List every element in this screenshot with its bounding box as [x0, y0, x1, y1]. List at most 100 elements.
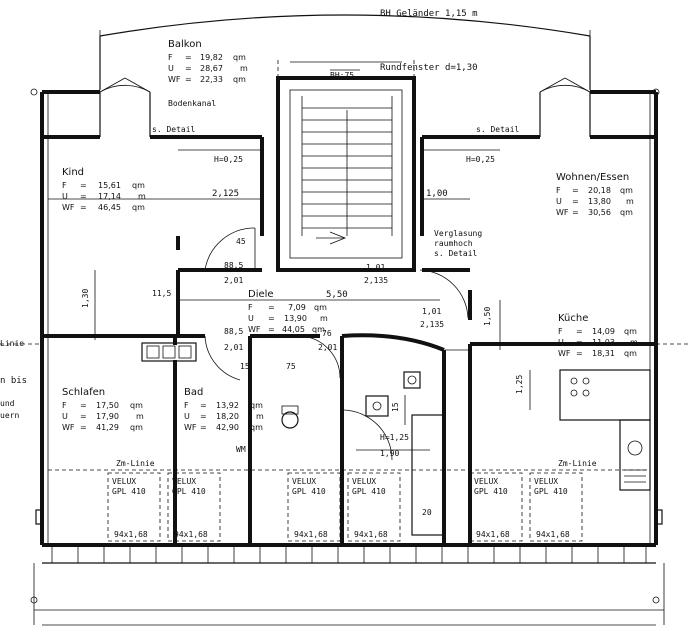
svg-text:94x1,68: 94x1,68	[174, 530, 208, 539]
svg-text:7,09: 7,09	[288, 303, 306, 312]
bath-fixtures	[281, 371, 445, 536]
svg-text:U: U	[62, 412, 68, 421]
svg-text:F: F	[556, 186, 561, 195]
edge-uern: uern	[0, 411, 19, 420]
dim-201-bath: 2,01	[318, 343, 337, 352]
bh-gelaender-label: BH Geländer 1,15 m	[380, 9, 478, 19]
edge-und: und	[0, 399, 15, 408]
velux-labels: VELUX GPL 410 94x1,68 VELUX GPL 410 94x1…	[112, 477, 570, 539]
room-wf: 22,33	[200, 75, 223, 84]
room-name: Diele	[248, 289, 274, 300]
room-name: Kind	[62, 167, 84, 178]
room-f: 19,82	[200, 53, 223, 62]
skylights	[107, 472, 583, 542]
svg-text:GPL 410: GPL 410	[352, 487, 386, 496]
svg-text:=: =	[572, 197, 579, 206]
corner-markers	[30, 88, 660, 604]
dim-550: 5,50	[326, 290, 348, 300]
dim-15: 15	[240, 362, 250, 371]
svg-text:=: =	[268, 303, 275, 312]
svg-text:m: m	[240, 64, 248, 73]
h025-right: H=0,25	[466, 155, 495, 164]
svg-text:VELUX: VELUX	[534, 477, 558, 486]
svg-text:94x1,68: 94x1,68	[114, 530, 148, 539]
dim-45: 45	[236, 237, 246, 246]
dim-2135-top: 2,135	[364, 276, 388, 285]
h025-left: H=0,25	[214, 155, 243, 164]
svg-text:=: =	[80, 401, 87, 410]
dim-190: 1,90	[380, 449, 399, 458]
dim-15-bath: 15	[391, 402, 400, 412]
svg-text:U: U	[248, 314, 254, 323]
dim-115: 11,5	[152, 289, 171, 298]
svg-text:qm: qm	[620, 208, 633, 217]
dim-130: 1,30	[81, 289, 90, 308]
verglasung-1: Verglasung	[434, 229, 482, 238]
zm-linie-right: Zm-Linie	[558, 459, 597, 468]
dim-150: 1,50	[483, 307, 492, 326]
svg-text:GPL 410: GPL 410	[172, 487, 206, 496]
room-label-kind: Kind F= 15,61 qm U= 17,14 m WF= 46,45 qm	[62, 167, 146, 212]
svg-text:46,45: 46,45	[98, 203, 121, 212]
dim-h125: H=1,25	[380, 433, 409, 442]
dim-2135-mid: 2,135	[420, 320, 444, 329]
svg-text:m: m	[320, 314, 328, 323]
svg-text:U: U	[184, 412, 190, 421]
window-right	[655, 509, 663, 525]
svg-text:=: =	[80, 423, 87, 432]
verglasung-3: s. Detail	[434, 249, 478, 258]
interior-doors	[204, 227, 469, 461]
svg-text:qm: qm	[314, 303, 327, 312]
svg-text:VELUX: VELUX	[112, 477, 136, 486]
svg-text:m: m	[630, 338, 638, 347]
svg-text:U: U	[168, 64, 174, 73]
edge-bis: n bis	[0, 376, 27, 386]
svg-text:=: =	[268, 325, 275, 334]
balcony-door-right	[539, 77, 591, 137]
dim-20: 20	[422, 508, 432, 517]
svg-text:GPL 410: GPL 410	[474, 487, 508, 496]
svg-text:VELUX: VELUX	[474, 477, 498, 486]
svg-text:m: m	[138, 192, 146, 201]
built-in-cabinet	[141, 342, 197, 362]
svg-text:14,09: 14,09	[592, 327, 615, 336]
svg-text:U: U	[558, 338, 564, 347]
svg-text:94x1,68: 94x1,68	[536, 530, 570, 539]
svg-text:=: =	[576, 327, 583, 336]
plan-annotations: BH:75 Rundfenster d=1,30 Bodenkanal s. D…	[0, 63, 597, 517]
dim-75: 75	[286, 362, 296, 371]
room-label-kueche: Küche F= 14,09 qm U= 11,03 m WF= 18,31 q…	[558, 313, 638, 358]
svg-text:13,80: 13,80	[588, 197, 611, 206]
room-name: Bad	[184, 387, 203, 398]
room-label-diele: Diele F= 7,09 qm U= 13,90 m WF= 44,05 qm	[248, 289, 328, 334]
svg-text:qm: qm	[132, 181, 145, 190]
svg-text:qm: qm	[233, 75, 246, 84]
svg-text:=: =	[80, 412, 87, 421]
svg-text:F: F	[184, 401, 189, 410]
room-name: Wohnen/Essen	[556, 172, 629, 183]
room-name: Küche	[558, 313, 588, 324]
svg-text:qm: qm	[250, 423, 263, 432]
s-detail-right: s. Detail	[476, 125, 520, 134]
label-f: F	[168, 53, 173, 62]
svg-text:30,56: 30,56	[588, 208, 611, 217]
dimension-lines	[48, 149, 531, 451]
roof-rafters	[51, 545, 647, 563]
svg-text:qm: qm	[250, 401, 263, 410]
rundfenster-label: Rundfenster d=1,30	[380, 63, 478, 73]
svg-text:=: =	[572, 208, 579, 217]
svg-text:qm: qm	[620, 186, 633, 195]
s-detail-left: s. Detail	[152, 125, 196, 134]
svg-text:=: =	[200, 423, 207, 432]
svg-text:=: =	[576, 338, 583, 347]
svg-text:94x1,68: 94x1,68	[294, 530, 328, 539]
svg-text:17,50: 17,50	[96, 401, 119, 410]
svg-text:15,61: 15,61	[98, 181, 121, 190]
svg-text:94x1,68: 94x1,68	[354, 530, 388, 539]
svg-text:=: =	[80, 181, 87, 190]
svg-text:=: =	[185, 75, 192, 84]
room-label-schlafen: Schlafen F= 17,50 qm U= 17,90 m WF= 41,2…	[62, 387, 144, 432]
dim-885-mid: 88,5	[224, 327, 243, 336]
balcony-outline	[99, 14, 591, 90]
